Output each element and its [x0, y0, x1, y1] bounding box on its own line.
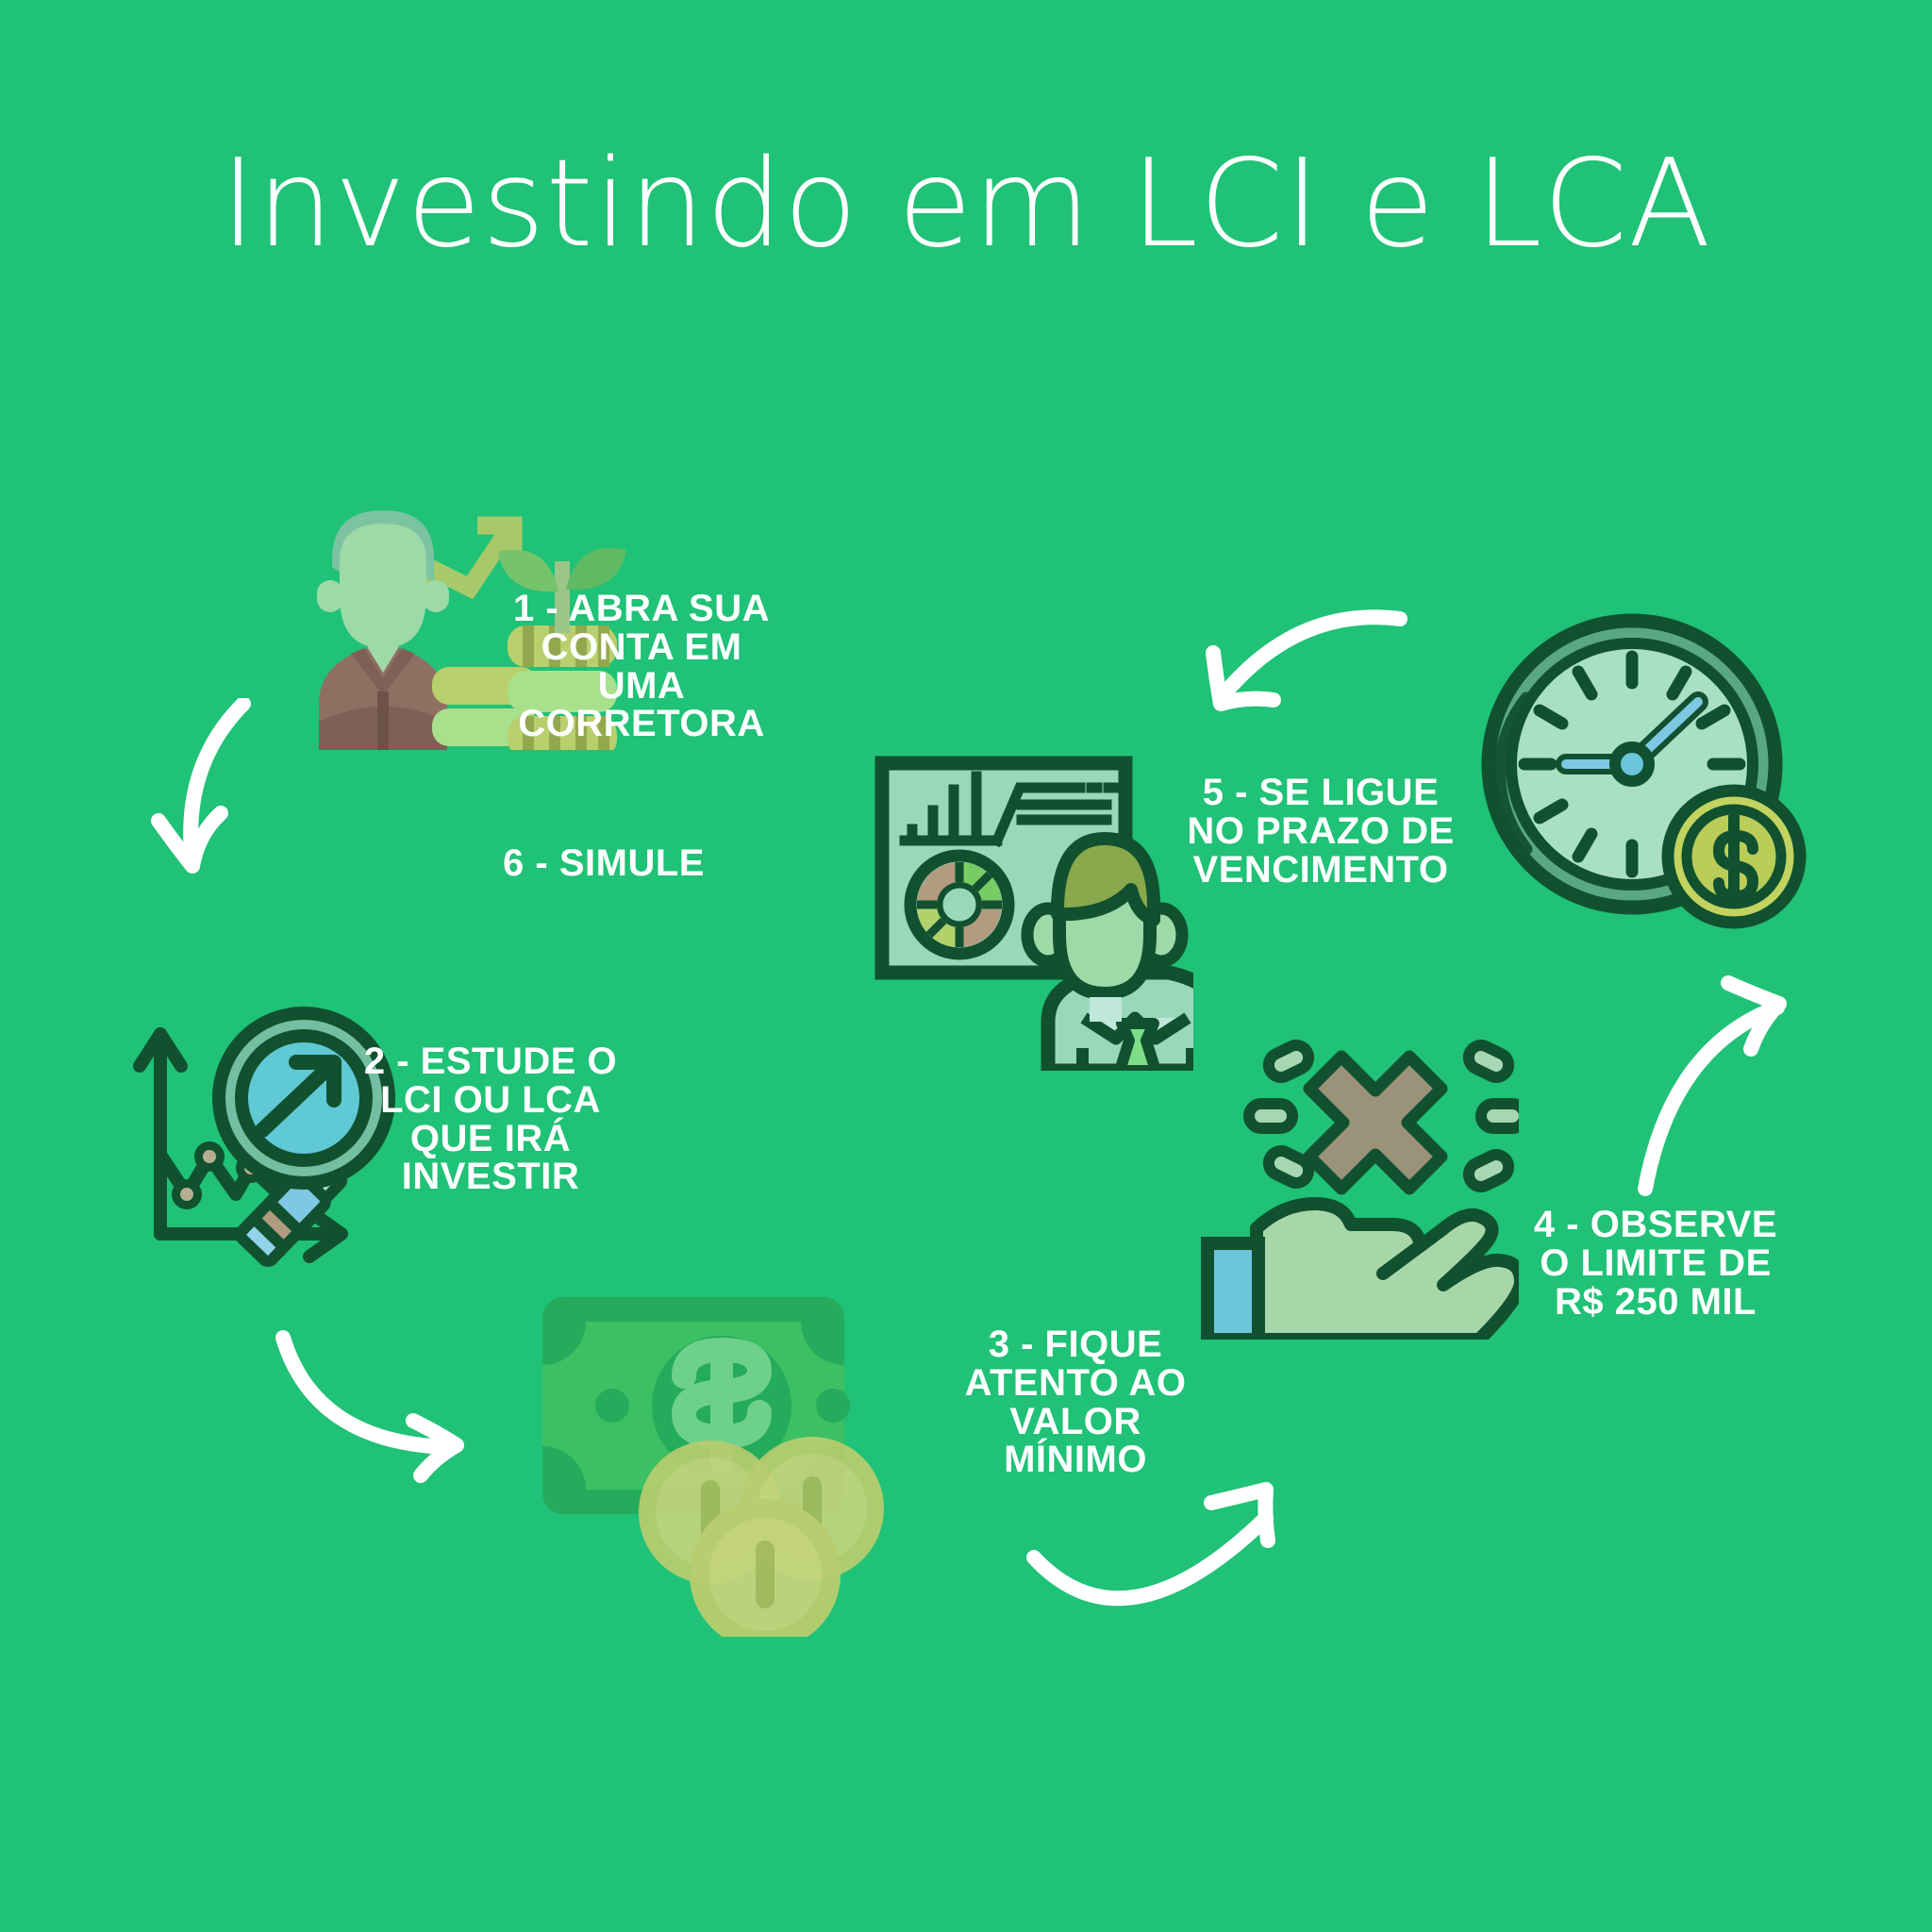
arrow-top-left-down — [132, 698, 302, 906]
arrow-left-to-money — [274, 1321, 491, 1491]
arrow-money-to-hand — [1019, 1457, 1302, 1627]
step-6-label: 6 - SIMULE — [503, 842, 705, 884]
step-2-label: 2 - ESTUDE O LCI OU LCA QUE IRÁ INVESTIR — [363, 1041, 618, 1198]
presentation-analyst-icon — [873, 750, 1193, 1071]
banknote-coins-icon — [533, 1278, 910, 1637]
arrow-clock-to-start — [1198, 604, 1415, 755]
arrow-hand-to-clock — [1623, 962, 1811, 1198]
step-3-label: 3 - FIQUE ATENTO AO VALOR MÍNIMO — [964, 1324, 1187, 1481]
step-4-label: 4 - OBSERVE O LIMITE DE R$ 250 MIL — [1533, 1204, 1778, 1323]
magnifier-chart-icon — [121, 989, 404, 1272]
hand-cross-icon — [1198, 1019, 1519, 1340]
step-5-label: 5 - SE LIGUE NO PRAZO DE VENCIMENTO — [1187, 772, 1455, 891]
step-1-label: 1 - ABRA SUA CONTA EM UMA CORRETORA — [513, 588, 770, 745]
page-title: Investindo em LCI e LCA — [220, 134, 1712, 275]
investor-growth-icon — [311, 420, 651, 750]
clock-coin-icon — [1472, 613, 1821, 934]
